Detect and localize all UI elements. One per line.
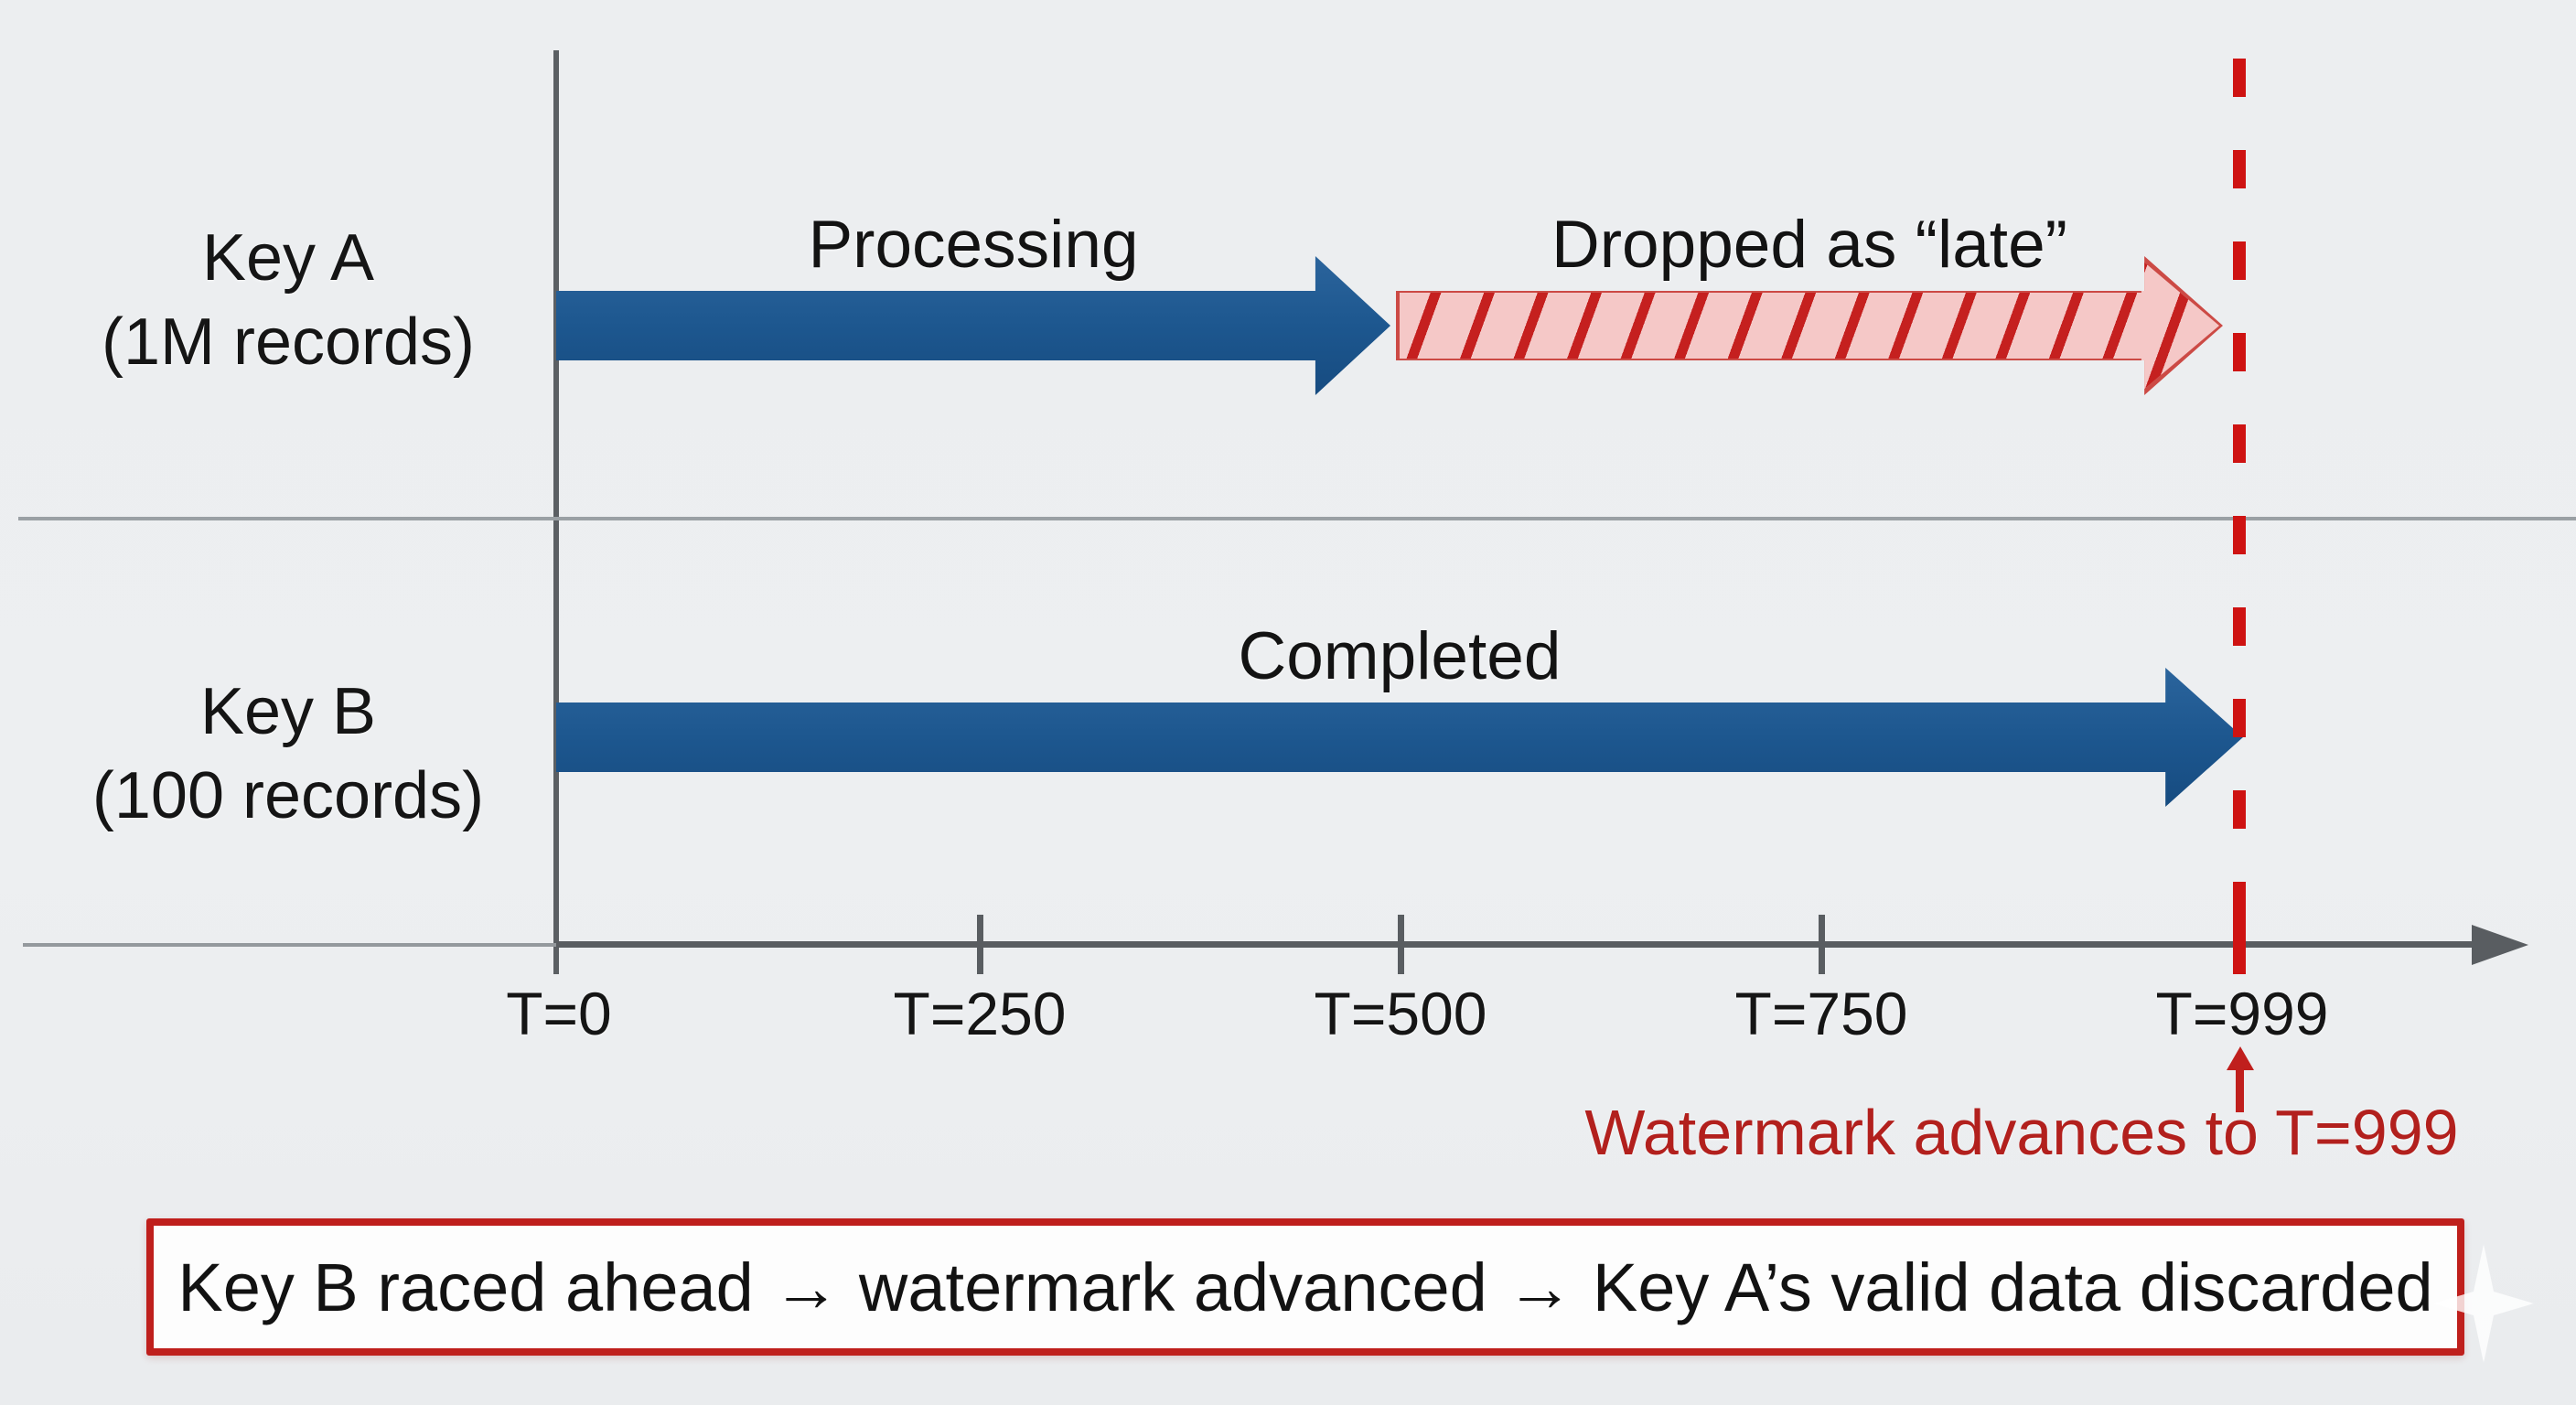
completed-segment-label: Completed bbox=[1238, 619, 1562, 693]
summary-callout-text: Key B raced ahead → watermark advanced →… bbox=[177, 1249, 2433, 1325]
tick-label-t500: T=500 bbox=[1314, 980, 1487, 1047]
time-axis-left-segment bbox=[23, 943, 556, 947]
tick-label-t250: T=250 bbox=[893, 980, 1067, 1047]
key-a-label-line2: (1M records) bbox=[101, 306, 476, 379]
tick-label-t999: T=999 bbox=[2155, 980, 2329, 1047]
tick-t250 bbox=[977, 915, 983, 974]
key-b-label-line1: Key B bbox=[199, 675, 377, 748]
time-axis-line bbox=[556, 941, 2477, 948]
dropped-late-segment-label: Dropped as “late” bbox=[1551, 208, 2067, 282]
processing-segment-label: Processing bbox=[808, 208, 1139, 282]
watermark-dashed-line bbox=[2233, 59, 2246, 918]
key-b-label: Key B (100 records) bbox=[32, 670, 544, 838]
row-separator-line bbox=[18, 517, 2576, 520]
tick-t500 bbox=[1398, 915, 1404, 974]
tick-t750 bbox=[1819, 915, 1825, 974]
y-axis-line bbox=[553, 50, 559, 974]
tick-t999-red bbox=[2233, 907, 2246, 974]
key-a-label-line1: Key A bbox=[201, 221, 375, 295]
time-axis-arrowhead-icon bbox=[2472, 925, 2528, 965]
tick-label-t750: T=750 bbox=[1734, 980, 1908, 1047]
key-b-label-line2: (100 records) bbox=[91, 759, 485, 832]
watermark-pointer-arrowhead-icon bbox=[2227, 1046, 2254, 1070]
key-a-label: Key A (1M records) bbox=[32, 216, 544, 384]
watermark-pointer-arrow-stem bbox=[2236, 1068, 2244, 1112]
tick-label-t0: T=0 bbox=[506, 980, 612, 1047]
summary-callout-box: Key B raced ahead → watermark advanced →… bbox=[146, 1218, 2464, 1356]
watermark-annotation-text: Watermark advances to T=999 bbox=[1584, 1097, 2459, 1168]
